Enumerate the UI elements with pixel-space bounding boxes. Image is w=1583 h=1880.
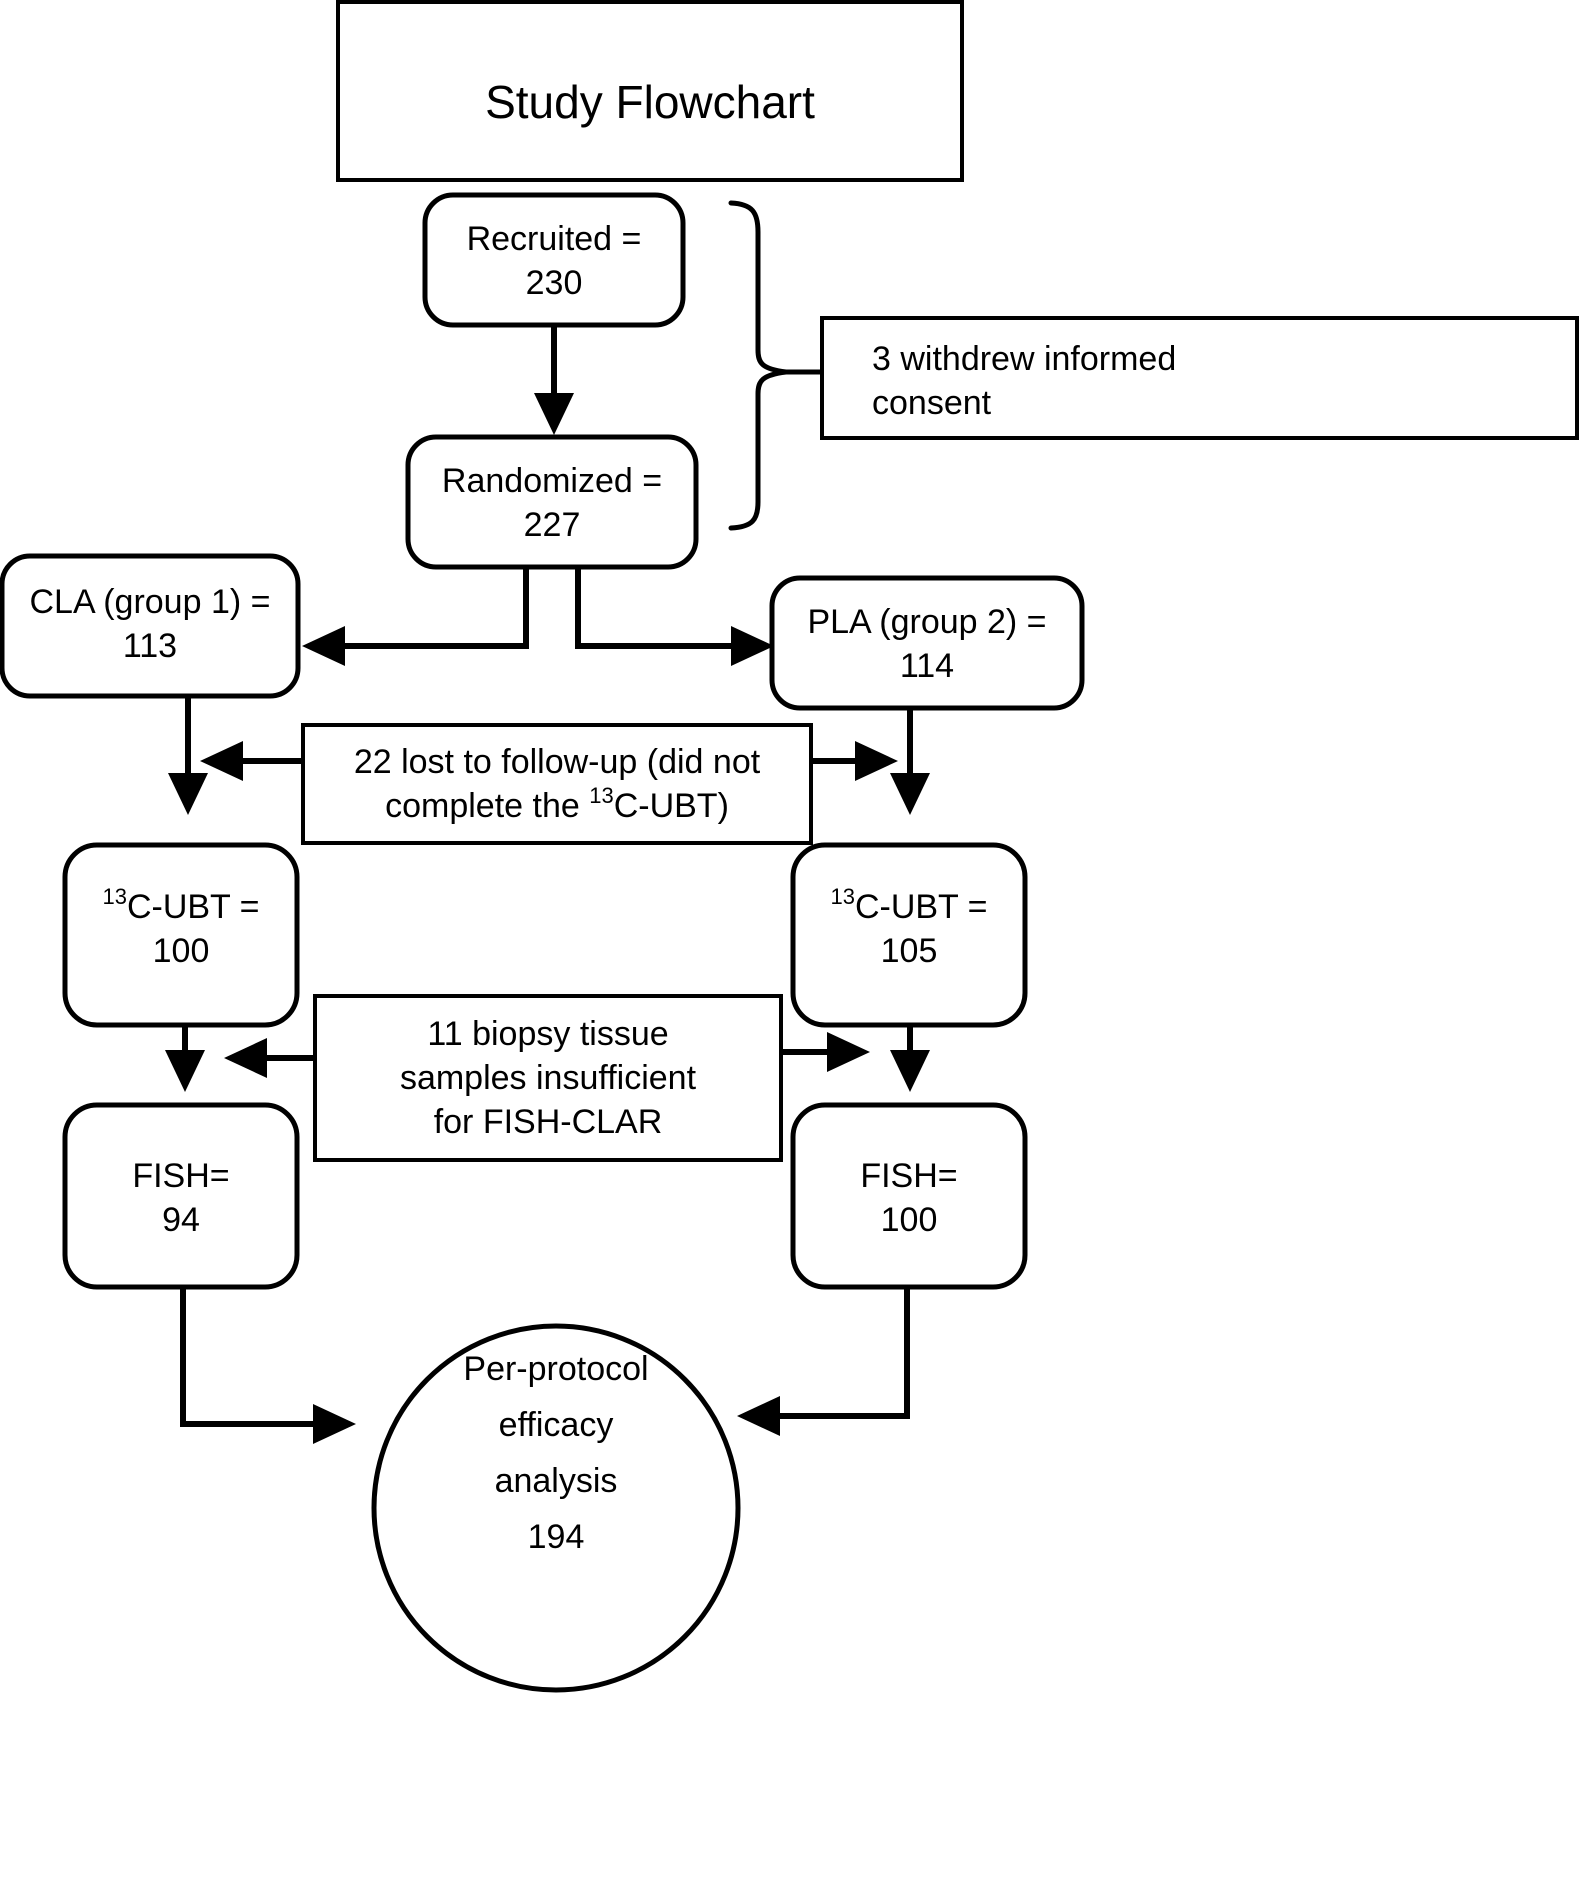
edge-ubt-left-to-fish-left (165, 1025, 205, 1092)
node-analysis-line1: Per-protocol (463, 1350, 648, 1388)
edge-fish-left-to-analysis (180, 1287, 356, 1444)
annotation-insufficient-line3: for FISH-CLAR (434, 1103, 663, 1141)
node-ubt-right-superscript-13: 13 (830, 884, 854, 909)
node-cla-line1: CLA (group 1) = (30, 583, 271, 621)
annotation-insufficient-samples: 11 biopsy tissue samples insufficient fo… (224, 994, 870, 1162)
node-ubt-left-line1: 13C-UBT = (102, 884, 259, 926)
node-pla-group2: PLA (group 2) = 114 (769, 575, 1085, 711)
node-randomized-line2: 227 (524, 506, 581, 544)
annotation-insufficient-line2: samples insufficient (400, 1059, 697, 1097)
node-recruited-line1: Recruited = (467, 220, 642, 258)
node-ubt-left-superscript-13: 13 (102, 884, 126, 909)
edge-randomized-split (302, 567, 774, 666)
annotation-lost-line1: 22 lost to follow-up (did not (354, 743, 761, 781)
node-ubt-left-line2: 100 (153, 932, 210, 970)
node-cla-group1: CLA (group 1) = 113 (0, 553, 301, 699)
edge-recruited-to-randomized (534, 325, 574, 435)
node-analysis-line3: analysis (495, 1462, 618, 1500)
node-fish-left: FISH= 94 (62, 1102, 300, 1290)
node-fish-left-line2: 94 (162, 1201, 200, 1239)
annotation-lost-superscript-13: 13 (589, 783, 613, 808)
node-recruited-line2: 230 (526, 264, 583, 302)
title-box: Study Flowchart (336, 0, 964, 182)
node-ubt-left: 13C-UBT = 100 (62, 842, 300, 1028)
node-recruited: Recruited = 230 (422, 192, 686, 328)
node-analysis-circle: Per-protocol efficacy analysis 194 (371, 1323, 741, 1693)
node-ubt-right-line2: 105 (881, 932, 938, 970)
annotation-lost-line2-prefix: complete the (385, 787, 589, 825)
edge-pla-to-ubt-right (890, 708, 930, 815)
node-ubt-left-base: C-UBT = (127, 888, 260, 926)
node-randomized: Randomized = 227 (405, 434, 699, 570)
node-fish-left-line1: FISH= (132, 1157, 229, 1195)
annotation-lost-line2: complete the 13C-UBT) (385, 783, 729, 825)
edge-ubt-right-to-fish-right (890, 1025, 930, 1092)
annotation-lost-line2-suffix: C-UBT) (614, 787, 729, 825)
node-analysis-line4: 194 (528, 1518, 585, 1556)
annotation-withdrew-line1: 3 withdrew informed (872, 340, 1176, 378)
node-ubt-right-line1: 13C-UBT = (830, 884, 987, 926)
annotation-insufficient-line1: 11 biopsy tissue (427, 1015, 668, 1053)
annotation-withdrew-line2: consent (872, 384, 992, 422)
annotation-lost-to-followup: 22 lost to follow-up (did not complete t… (200, 723, 898, 845)
node-ubt-right: 13C-UBT = 105 (790, 842, 1028, 1028)
node-cla-line2: 113 (123, 627, 177, 665)
node-analysis-line2: efficacy (499, 1406, 614, 1444)
node-fish-right-line1: FISH= (860, 1157, 957, 1195)
node-randomized-line1: Randomized = (442, 462, 662, 500)
node-fish-right: FISH= 100 (790, 1102, 1028, 1290)
edge-withdrew-brace (728, 200, 822, 531)
page-title: Study Flowchart (485, 76, 815, 128)
edge-fish-right-to-analysis (737, 1287, 910, 1436)
node-ubt-right-base: C-UBT = (855, 888, 988, 926)
annotation-withdrew-consent: 3 withdrew informed consent (820, 316, 1579, 440)
node-pla-line1: PLA (group 2) = (807, 603, 1046, 641)
node-fish-right-line2: 100 (881, 1201, 938, 1239)
edge-cla-to-ubt-left (168, 696, 208, 815)
node-pla-line2: 114 (900, 647, 954, 685)
